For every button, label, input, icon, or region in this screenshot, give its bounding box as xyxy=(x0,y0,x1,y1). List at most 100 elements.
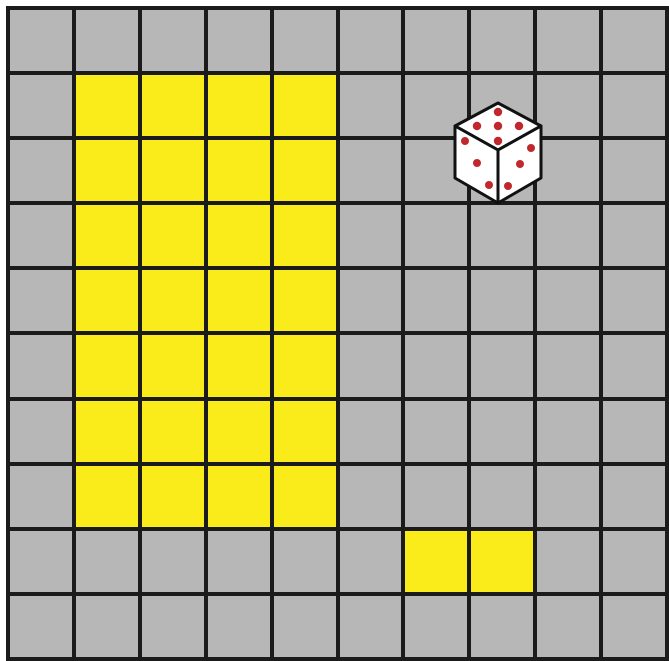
board-cell[interactable] xyxy=(10,75,72,136)
highlighted-board-cell[interactable] xyxy=(405,531,467,592)
board-cell[interactable] xyxy=(471,10,533,71)
board-cell[interactable] xyxy=(537,140,599,201)
board-cell[interactable] xyxy=(471,270,533,331)
board-cell[interactable] xyxy=(10,10,72,71)
board-cell[interactable] xyxy=(603,75,665,136)
die-pip xyxy=(527,144,535,152)
dice-icon[interactable] xyxy=(452,100,544,206)
board-cell[interactable] xyxy=(603,466,665,527)
board-cell[interactable] xyxy=(274,10,336,71)
board-cell[interactable] xyxy=(405,335,467,396)
board-cell[interactable] xyxy=(76,596,138,657)
highlighted-board-cell[interactable] xyxy=(76,335,138,396)
board-cell[interactable] xyxy=(603,205,665,266)
board-cell[interactable] xyxy=(10,270,72,331)
board-cell[interactable] xyxy=(142,531,204,592)
highlighted-board-cell[interactable] xyxy=(76,205,138,266)
highlighted-board-cell[interactable] xyxy=(208,205,270,266)
board-cell[interactable] xyxy=(274,596,336,657)
board-cell[interactable] xyxy=(405,205,467,266)
highlighted-board-cell[interactable] xyxy=(274,140,336,201)
die-pip xyxy=(515,122,523,130)
board-cell[interactable] xyxy=(603,596,665,657)
board-cell[interactable] xyxy=(208,10,270,71)
board-cell[interactable] xyxy=(208,531,270,592)
board-cell[interactable] xyxy=(142,10,204,71)
board-cell[interactable] xyxy=(471,205,533,266)
board-cell[interactable] xyxy=(537,335,599,396)
highlighted-board-cell[interactable] xyxy=(76,140,138,201)
board-cell[interactable] xyxy=(603,401,665,462)
board-cell[interactable] xyxy=(340,75,402,136)
board-cell[interactable] xyxy=(340,205,402,266)
board-cell[interactable] xyxy=(340,466,402,527)
board-cell[interactable] xyxy=(10,335,72,396)
board-cell[interactable] xyxy=(76,10,138,71)
highlighted-board-cell[interactable] xyxy=(274,75,336,136)
highlighted-board-cell[interactable] xyxy=(208,75,270,136)
highlighted-board-cell[interactable] xyxy=(208,466,270,527)
highlighted-board-cell[interactable] xyxy=(208,401,270,462)
highlighted-board-cell[interactable] xyxy=(142,140,204,201)
highlighted-board-cell[interactable] xyxy=(471,531,533,592)
highlighted-board-cell[interactable] xyxy=(76,75,138,136)
board-cell[interactable] xyxy=(405,401,467,462)
highlighted-board-cell[interactable] xyxy=(142,335,204,396)
board-cell[interactable] xyxy=(603,335,665,396)
board-cell[interactable] xyxy=(537,531,599,592)
highlighted-board-cell[interactable] xyxy=(142,205,204,266)
board-cell[interactable] xyxy=(603,531,665,592)
board-cell[interactable] xyxy=(471,401,533,462)
board-cell[interactable] xyxy=(471,335,533,396)
board-cell[interactable] xyxy=(537,596,599,657)
board-cell[interactable] xyxy=(471,466,533,527)
board-cell[interactable] xyxy=(537,401,599,462)
board-cell[interactable] xyxy=(340,10,402,71)
highlighted-board-cell[interactable] xyxy=(208,335,270,396)
board-cell[interactable] xyxy=(537,205,599,266)
board-cell[interactable] xyxy=(405,270,467,331)
board-cell[interactable] xyxy=(10,531,72,592)
board-cell[interactable] xyxy=(340,596,402,657)
board-cell[interactable] xyxy=(471,596,533,657)
board-cell[interactable] xyxy=(405,466,467,527)
board-cell[interactable] xyxy=(142,596,204,657)
board-cell[interactable] xyxy=(537,75,599,136)
board-cell[interactable] xyxy=(10,205,72,266)
board-cell[interactable] xyxy=(208,596,270,657)
highlighted-board-cell[interactable] xyxy=(208,140,270,201)
highlighted-board-cell[interactable] xyxy=(142,401,204,462)
highlighted-board-cell[interactable] xyxy=(274,466,336,527)
die-pip xyxy=(516,160,524,168)
highlighted-board-cell[interactable] xyxy=(274,335,336,396)
highlighted-board-cell[interactable] xyxy=(142,75,204,136)
board-cell[interactable] xyxy=(340,335,402,396)
board-cell[interactable] xyxy=(603,140,665,201)
board-cell[interactable] xyxy=(405,10,467,71)
highlighted-board-cell[interactable] xyxy=(274,401,336,462)
board-cell[interactable] xyxy=(10,596,72,657)
board-cell[interactable] xyxy=(340,270,402,331)
board-cell[interactable] xyxy=(340,531,402,592)
board-cell[interactable] xyxy=(340,140,402,201)
highlighted-board-cell[interactable] xyxy=(274,205,336,266)
highlighted-board-cell[interactable] xyxy=(76,401,138,462)
board-cell[interactable] xyxy=(537,466,599,527)
board-cell[interactable] xyxy=(76,531,138,592)
highlighted-board-cell[interactable] xyxy=(76,466,138,527)
board-cell[interactable] xyxy=(537,270,599,331)
highlighted-board-cell[interactable] xyxy=(208,270,270,331)
board-cell[interactable] xyxy=(603,270,665,331)
highlighted-board-cell[interactable] xyxy=(274,270,336,331)
board-cell[interactable] xyxy=(10,401,72,462)
board-cell[interactable] xyxy=(537,10,599,71)
board-cell[interactable] xyxy=(274,531,336,592)
highlighted-board-cell[interactable] xyxy=(142,270,204,331)
highlighted-board-cell[interactable] xyxy=(142,466,204,527)
board-cell[interactable] xyxy=(603,10,665,71)
board-cell[interactable] xyxy=(10,140,72,201)
board-cell[interactable] xyxy=(10,466,72,527)
board-cell[interactable] xyxy=(405,596,467,657)
highlighted-board-cell[interactable] xyxy=(76,270,138,331)
board-cell[interactable] xyxy=(340,401,402,462)
